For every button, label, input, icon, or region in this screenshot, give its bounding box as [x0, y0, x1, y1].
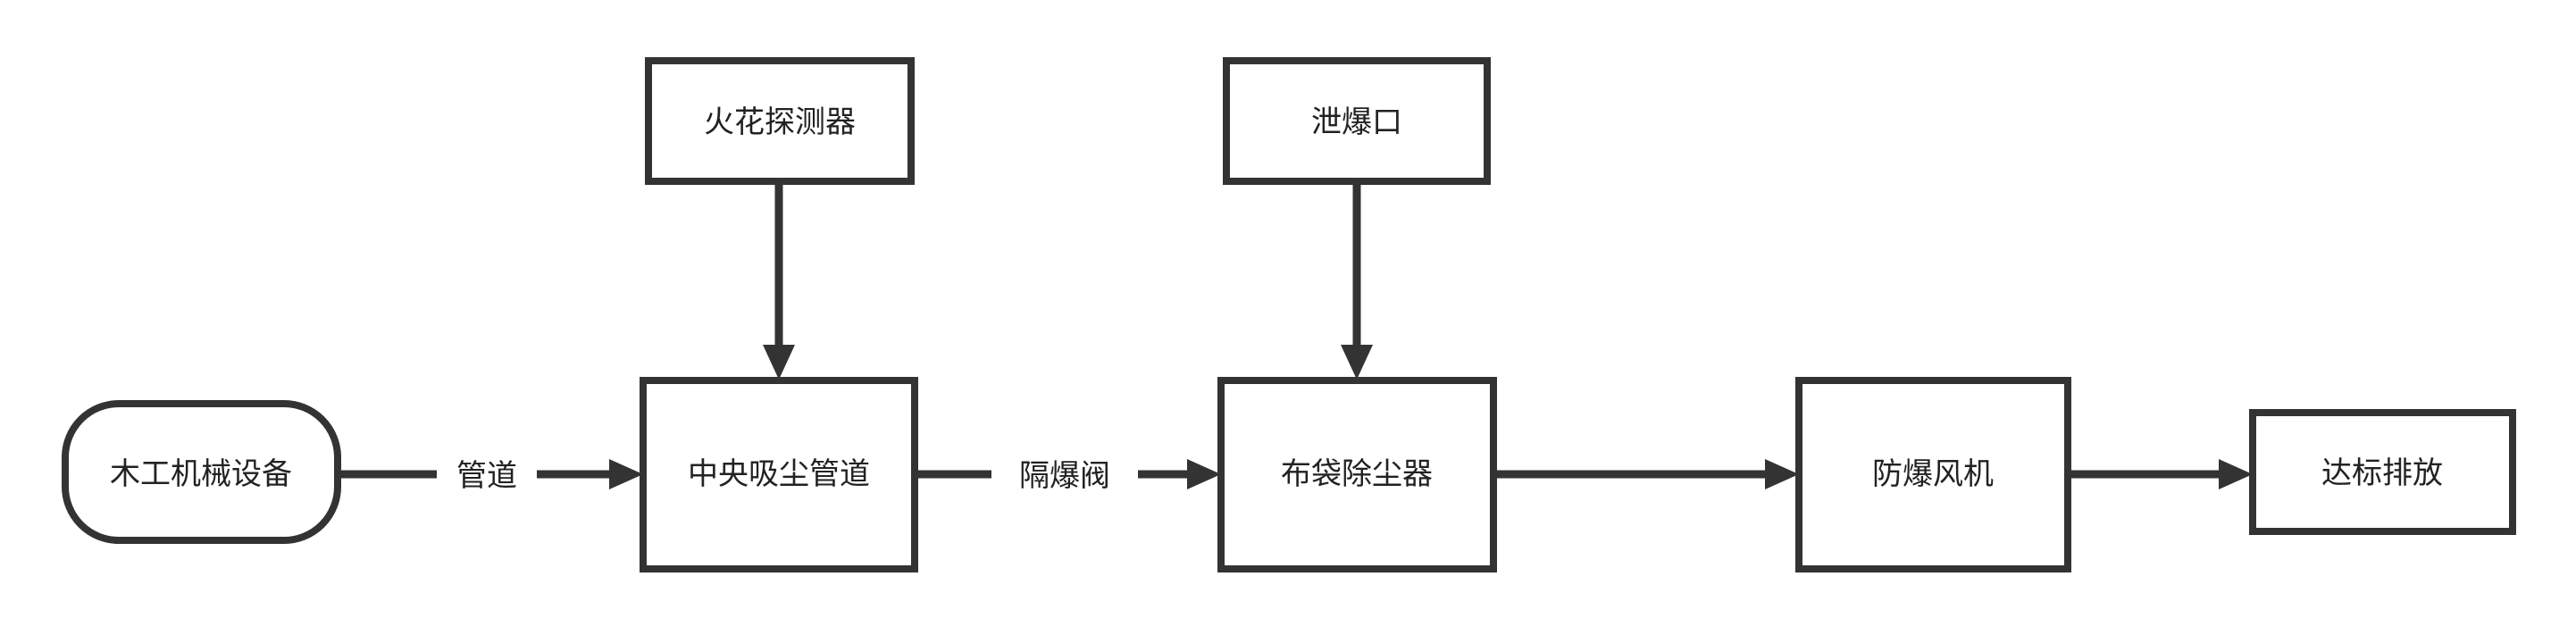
node-bag-filter[interactable]: 布袋除尘器: [1217, 377, 1497, 572]
node-shape-rect[interactable]: [645, 57, 915, 185]
node-compliant-discharge[interactable]: 达标排放: [2249, 409, 2516, 535]
node-label: 布袋除尘器: [1281, 457, 1433, 491]
edge-central-duct-to-bag-filter: 隔爆阀: [915, 456, 1221, 493]
node-shape-rect[interactable]: [2249, 409, 2516, 535]
node-label: 泄爆口: [1311, 105, 1402, 139]
arrow-head-icon: [1341, 345, 1373, 380]
edge-label-background: [991, 456, 1138, 493]
node-label: 中央吸尘管道: [688, 457, 870, 491]
node-explosion-proof-fan[interactable]: 防爆风机: [1795, 377, 2071, 572]
arrow-head-icon: [2219, 459, 2253, 489]
edge-explosion-proof-fan-to-compliant-discharge: [2068, 459, 2253, 489]
node-label: 达标排放: [2321, 456, 2443, 490]
node-central-dust-duct[interactable]: 中央吸尘管道: [640, 377, 918, 572]
edge-spark-detector-to-central-duct: [763, 181, 795, 380]
node-shape-stadium[interactable]: [62, 400, 341, 544]
arrow-head-icon: [1765, 459, 1799, 489]
edge-label-explosion-isolation-valve: 隔爆阀: [1019, 459, 1110, 493]
node-shape-rect[interactable]: [1217, 377, 1497, 572]
node-shape-rect[interactable]: [640, 377, 918, 572]
edge-woodworking-to-central-duct: 管道: [338, 456, 643, 493]
edge-label-pipeline: 管道: [456, 459, 517, 493]
arrow-head-icon: [1187, 459, 1221, 489]
arrow-head-icon: [609, 459, 643, 489]
edge-bag-filter-to-explosion-proof-fan: [1493, 459, 1799, 489]
node-label: 防爆风机: [1872, 457, 1994, 491]
node-woodworking-equipment[interactable]: 木工机械设备: [62, 400, 341, 544]
arrow-head-icon: [763, 345, 795, 380]
node-shape-rect[interactable]: [1795, 377, 2071, 572]
edge-label-background: [437, 456, 537, 493]
node-shape-rect[interactable]: [1223, 57, 1491, 185]
node-label: 火花探测器: [704, 105, 856, 139]
node-label: 木工机械设备: [110, 457, 292, 491]
node-spark-detector[interactable]: 火花探测器: [645, 57, 915, 185]
node-explosion-vent[interactable]: 泄爆口: [1223, 57, 1491, 185]
edge-vent-to-bag-filter: [1341, 181, 1373, 380]
